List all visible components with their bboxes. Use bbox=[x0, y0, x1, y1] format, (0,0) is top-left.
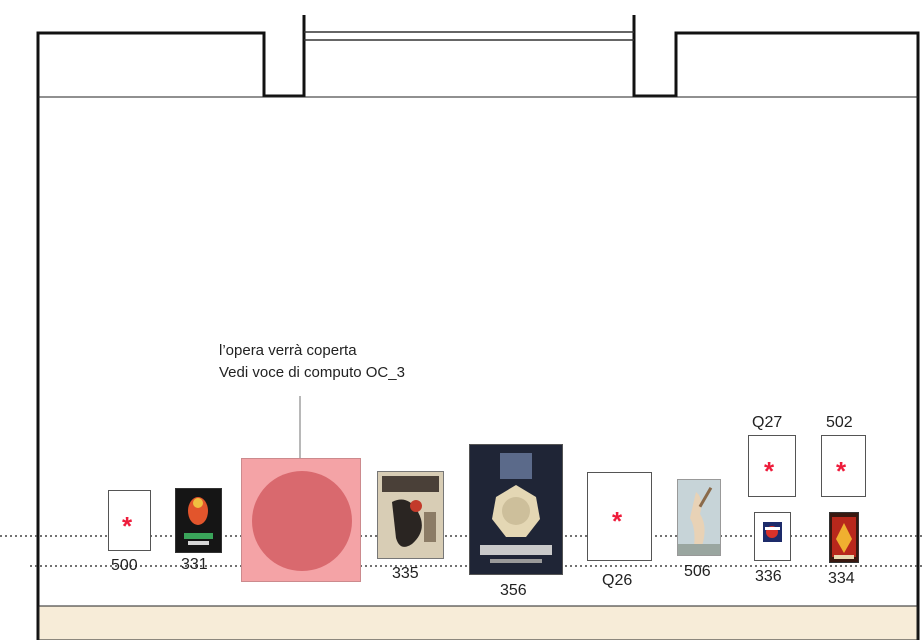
poster-331-image bbox=[184, 497, 213, 545]
artwork-label-334: 334 bbox=[828, 570, 855, 587]
floor-band bbox=[38, 605, 918, 640]
covered-artwork[interactable] bbox=[241, 458, 361, 582]
artwork-frame-Q26[interactable]: * bbox=[587, 472, 652, 561]
note-line-2: Vedi voce di computo OC_3 bbox=[219, 364, 405, 381]
artwork-poster-335[interactable] bbox=[377, 471, 444, 559]
artwork-label-500: 500 bbox=[111, 557, 138, 574]
artwork-label-356: 356 bbox=[500, 582, 527, 599]
artwork-frame-Q27[interactable]: * bbox=[748, 435, 796, 497]
poster-334-image bbox=[832, 517, 856, 559]
poster-356-image bbox=[470, 445, 562, 574]
marker-asterisk: * bbox=[122, 511, 133, 541]
poster-336-image bbox=[763, 522, 782, 542]
artwork-frame-502[interactable]: * bbox=[821, 435, 866, 497]
artwork-poster-356[interactable] bbox=[469, 444, 563, 575]
note-line-1: l’opera verrà coperta bbox=[219, 342, 357, 359]
covered-work-note: l’opera verrà coperta Vedi voce di compu… bbox=[219, 340, 405, 384]
artwork-poster-331[interactable] bbox=[175, 488, 222, 553]
marker-asterisk: * bbox=[836, 456, 847, 486]
covered-artwork-circle bbox=[252, 471, 352, 571]
artwork-label-502: 502 bbox=[826, 414, 853, 431]
artwork-poster-336[interactable] bbox=[754, 512, 791, 561]
artwork-label-Q27: Q27 bbox=[752, 414, 783, 431]
marker-asterisk: * bbox=[612, 506, 623, 536]
artwork-label-331: 331 bbox=[181, 556, 208, 573]
artwork-frame-500[interactable]: * bbox=[108, 490, 151, 551]
artwork-label-335: 335 bbox=[392, 565, 419, 582]
poster-506-image bbox=[678, 480, 720, 555]
artwork-poster-506[interactable] bbox=[677, 479, 721, 556]
poster-335-image bbox=[382, 476, 439, 547]
artwork-label-Q26: Q26 bbox=[602, 572, 633, 589]
artwork-label-506: 506 bbox=[684, 563, 711, 580]
marker-asterisk: * bbox=[764, 456, 775, 486]
artwork-label-336: 336 bbox=[755, 568, 782, 585]
artwork-poster-334[interactable] bbox=[829, 512, 859, 563]
